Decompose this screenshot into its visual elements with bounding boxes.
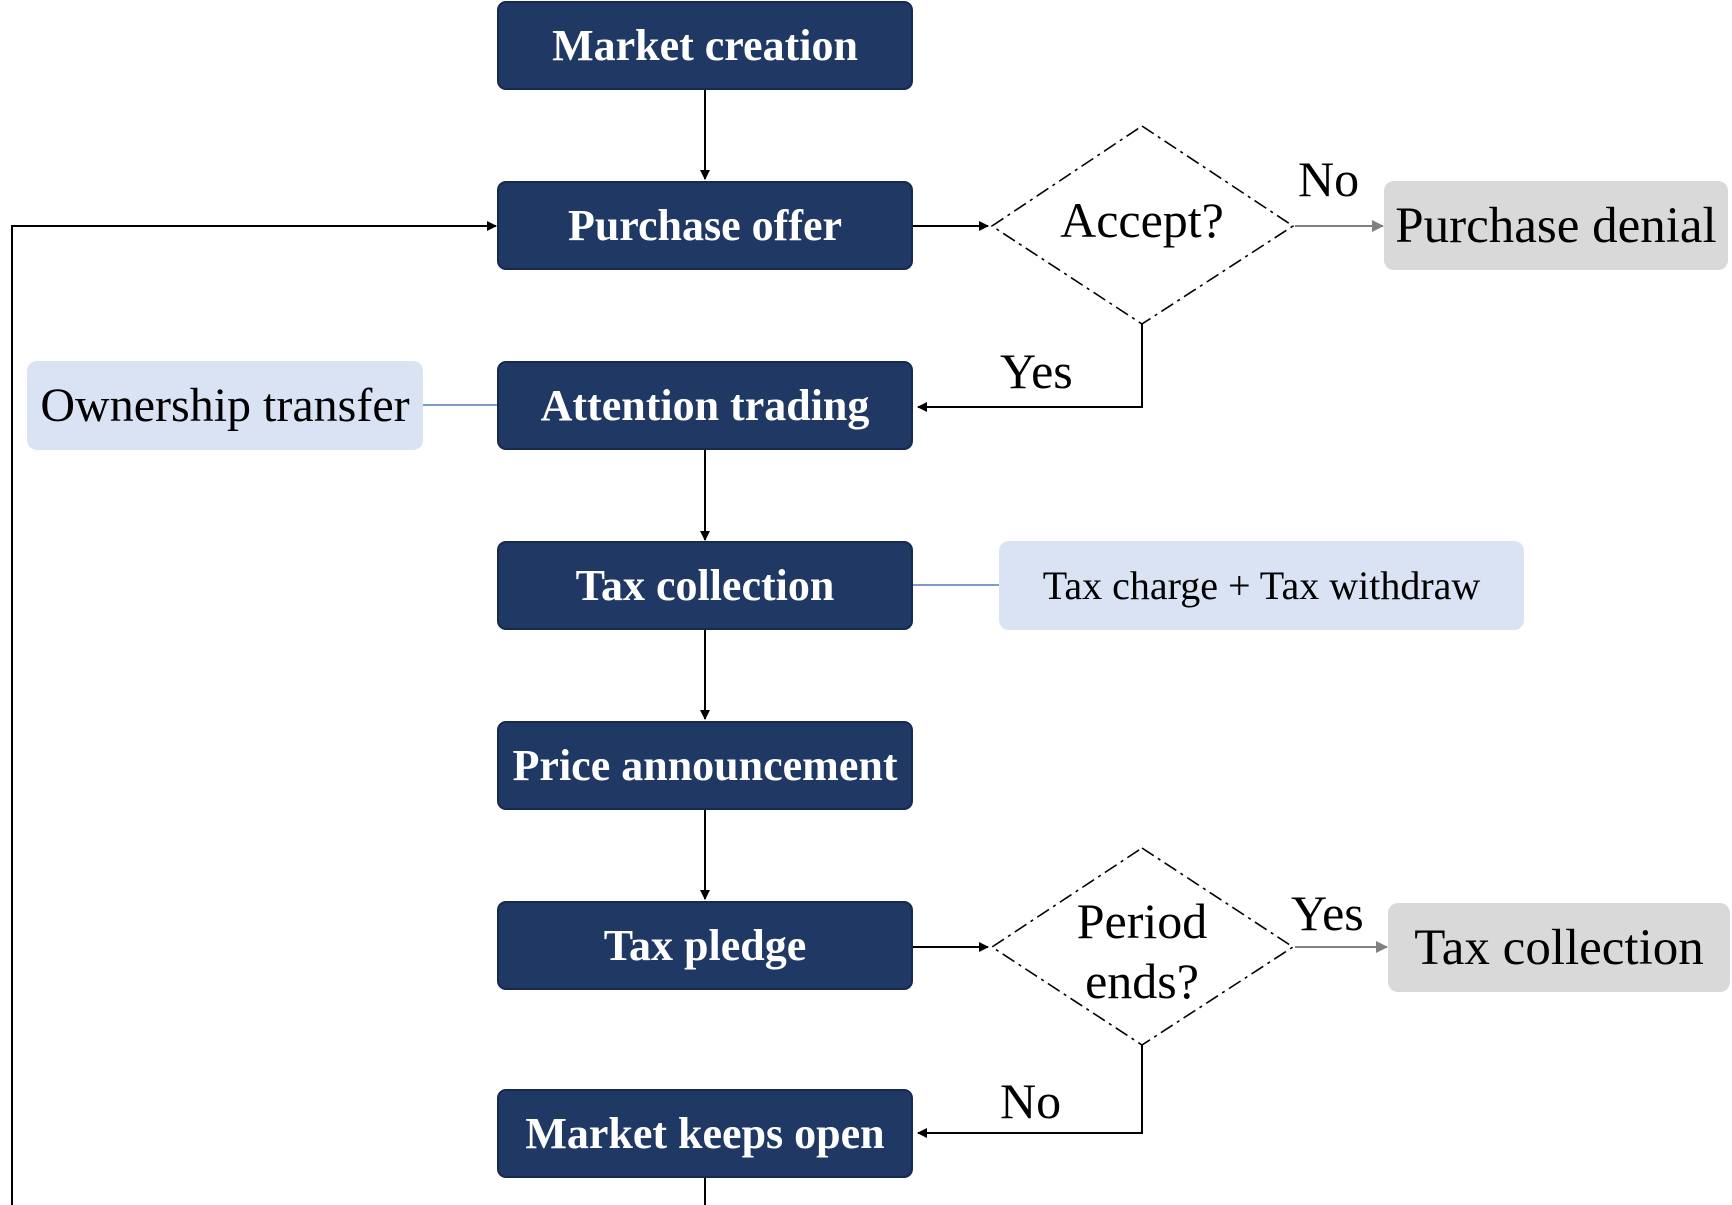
outcome-purchase-denial: Purchase denial [1384, 181, 1728, 270]
decision-accept-label: Accept? [1042, 189, 1242, 251]
note-ownership-transfer: Ownership transfer [27, 361, 423, 450]
outcome-tax-collection: Tax collection [1388, 903, 1730, 992]
step-purchase-offer: Purchase offer [497, 181, 913, 270]
step-market-keeps-open: Market keeps open [497, 1089, 913, 1178]
label-accept-no: No [1298, 151, 1360, 207]
decision-period-label: Period ends? [1042, 891, 1242, 1011]
label-accept-yes: Yes [1000, 343, 1073, 399]
label-period-no: No [1000, 1073, 1062, 1129]
note-tax-charge-withdraw: Tax charge + Tax withdraw [999, 541, 1524, 630]
step-tax-collection: Tax collection [497, 541, 913, 630]
arrow-accept-yes [917, 324, 1143, 412]
period-line-2: ends? [1085, 953, 1199, 1009]
arrow-period-no [917, 1045, 1143, 1138]
period-line-1: Period [1076, 893, 1208, 949]
step-price-announcement: Price announcement [497, 721, 913, 810]
step-tax-pledge: Tax pledge [497, 901, 913, 990]
label-period-yes: Yes [1291, 885, 1364, 941]
accept-text: Accept? [1060, 192, 1224, 248]
step-attention-trading: Attention trading [497, 361, 913, 450]
step-market-creation: Market creation [497, 1, 913, 90]
arrow-loop-back-to-purchase-offer [11, 221, 706, 1205]
